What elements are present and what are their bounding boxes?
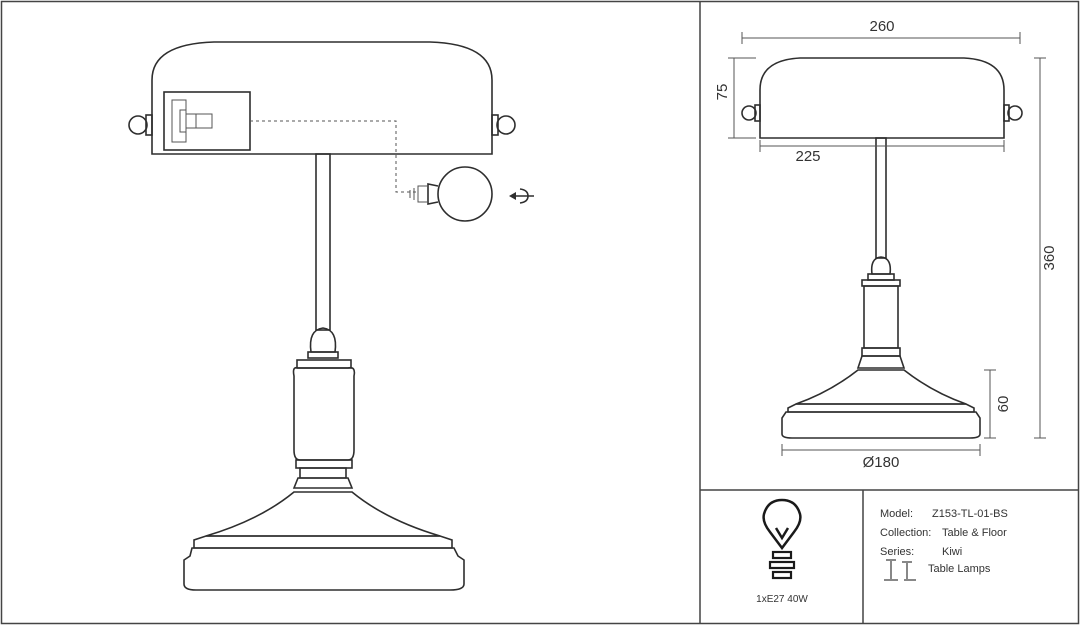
rotate-icon xyxy=(509,188,534,204)
dim-lamp-shade xyxy=(759,57,1005,139)
dim-total-height: 360 xyxy=(1041,245,1058,270)
lamp-socket xyxy=(163,91,251,151)
dim-base-height: 60 xyxy=(995,396,1012,413)
shade-knob-right xyxy=(491,114,516,136)
model-value: Z153-TL-01-BS xyxy=(932,508,1008,520)
bulb-spec-cell: 1xE27 40W xyxy=(756,498,808,605)
dim-base-diameter: Ø180 xyxy=(863,454,900,471)
stem-ball xyxy=(309,327,337,353)
dim-line-base-diameter xyxy=(781,444,981,456)
lamp-shade xyxy=(151,41,493,155)
collection-label: Collection: xyxy=(880,527,931,539)
bulb-guide-line xyxy=(250,120,416,193)
dim-line-shade-inner xyxy=(759,140,1005,152)
collection-value: Table & Floor xyxy=(942,527,1007,539)
dim-shade-inner-width: 225 xyxy=(795,148,820,165)
series-label: Series: xyxy=(880,546,914,558)
product-info-cell: Model: Z153-TL-01-BS Collection: Table &… xyxy=(880,508,1008,581)
lamp-main-drawing xyxy=(128,41,534,591)
model-label: Model: xyxy=(880,508,913,520)
dim-shade-height: 75 xyxy=(714,84,731,101)
bulb-spec: 1xE27 40W xyxy=(756,594,808,605)
dim-line-base-height xyxy=(984,369,996,439)
shade-knob-left xyxy=(128,114,153,136)
dim-line-shade-width xyxy=(741,32,1021,44)
dim-line-shade-height xyxy=(728,57,756,139)
dim-shade-width: 260 xyxy=(869,18,894,35)
table-lamp-icon xyxy=(884,559,916,581)
bulb-illustration xyxy=(409,166,493,222)
lamp-column xyxy=(292,366,356,461)
lamp-stem xyxy=(315,153,331,331)
lamp-base xyxy=(205,491,441,537)
series-value: Kiwi xyxy=(942,546,962,558)
dim-line-total-height xyxy=(1034,57,1046,439)
lamp-dimension-drawing: 260 75 225 360 60 xyxy=(714,18,1058,471)
category-value: Table Lamps xyxy=(928,563,991,575)
lightbulb-icon xyxy=(762,498,802,580)
